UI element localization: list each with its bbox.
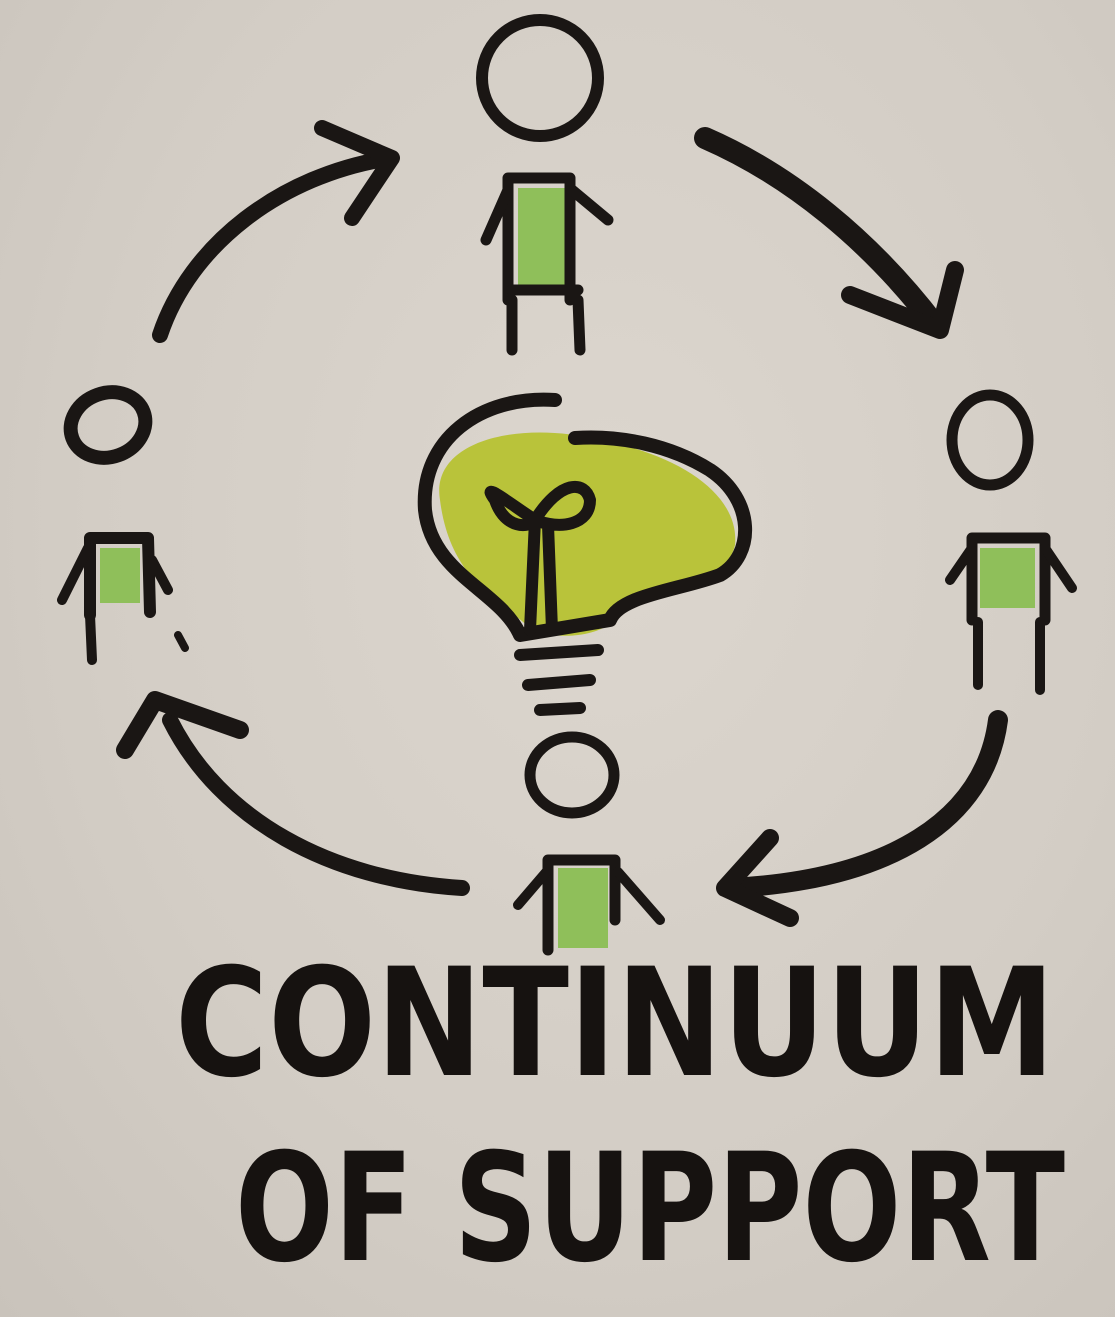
- arrow-top-to-right-shaft: [694, 127, 946, 336]
- arrow-top-to-right-head: [841, 261, 964, 339]
- person-right-legs: [973, 617, 1045, 695]
- person-top-arms: [480, 184, 614, 246]
- arrow-top-to-right: [694, 127, 964, 339]
- title-line-2: OF SUPPORT: [235, 1122, 1065, 1296]
- arrow-left-to-top-shaft: [152, 150, 398, 343]
- person-top: [476, 14, 614, 356]
- arrow-bottom-to-left-head: [116, 691, 249, 759]
- person-left-arms: [57, 543, 173, 665]
- person-right: [945, 389, 1077, 695]
- person-right-body-fill: [980, 548, 1035, 608]
- person-bottom-body-fill: [558, 868, 608, 948]
- person-right-head: [946, 389, 1034, 491]
- arrow-right-to-bottom-head: [716, 829, 799, 927]
- lightbulb-icon: [417, 392, 753, 716]
- person-left: [57, 385, 189, 665]
- arrow-bottom-to-left-shaft: [162, 712, 470, 896]
- title-line-1: CONTINUUM: [175, 937, 1055, 1111]
- lightbulb-base: [514, 644, 604, 716]
- person-right-arms: [945, 543, 1077, 593]
- person-bottom-head: [524, 731, 620, 819]
- arrow-left-to-top: [152, 120, 400, 343]
- arrow-left-to-top-head: [314, 120, 400, 226]
- arrow-right-to-bottom-shaft: [720, 710, 1008, 898]
- person-top-legs: [506, 284, 586, 356]
- person-bottom: [513, 731, 665, 956]
- lightbulb-outline: [417, 392, 753, 642]
- person-top-body-fill: [518, 188, 566, 288]
- person-bottom-arms: [513, 865, 665, 925]
- person-left-head: [63, 385, 153, 465]
- person-left-body-fill: [100, 548, 140, 603]
- arrow-right-to-bottom: [716, 710, 1008, 927]
- person-top-head: [476, 14, 604, 142]
- person-left-mark: [174, 631, 189, 652]
- lightbulb-filament: [484, 480, 596, 636]
- arrow-bottom-to-left: [116, 691, 470, 896]
